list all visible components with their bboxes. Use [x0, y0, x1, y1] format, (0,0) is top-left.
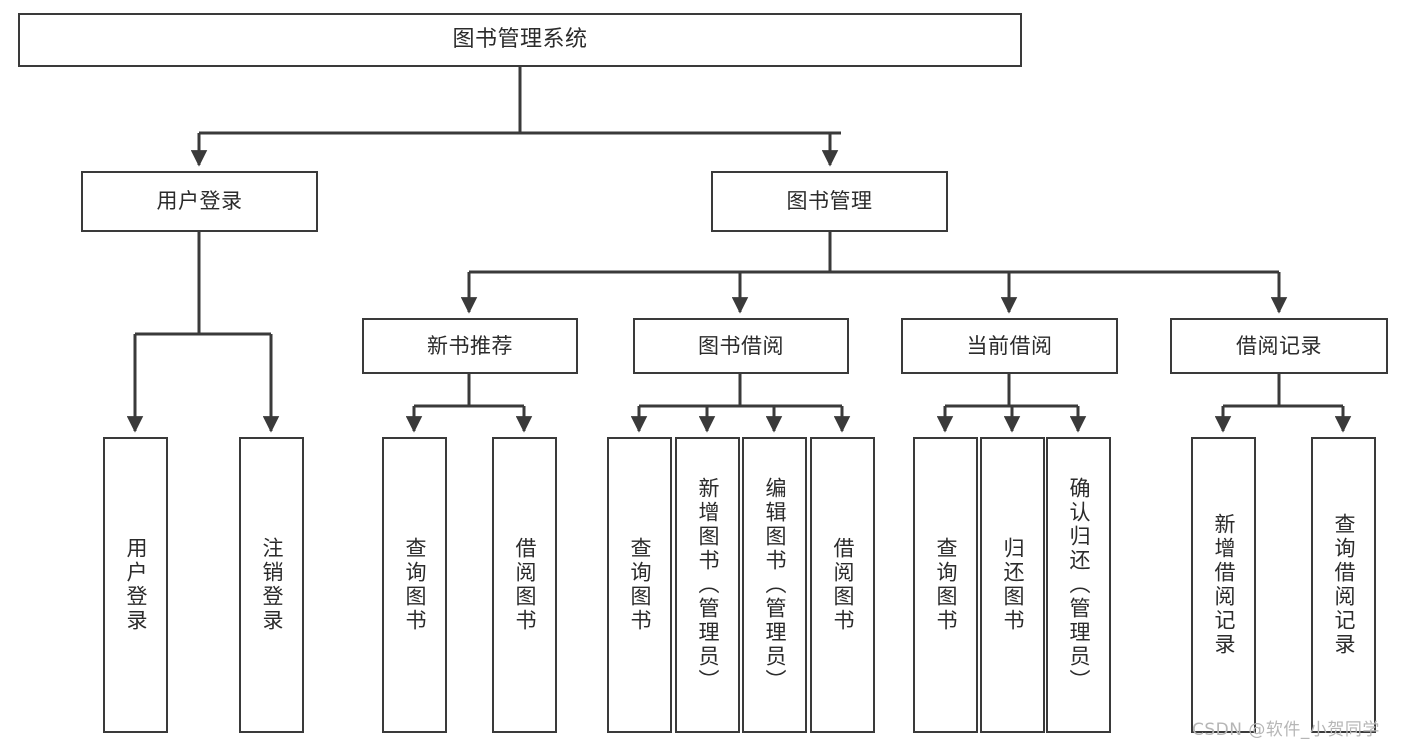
leaf-current-borrow-return-book[interactable]: 归还图书	[980, 437, 1045, 733]
leaf-book-borrow-query-book[interactable]: 查询图书	[607, 437, 672, 733]
leaf-current-borrow-confirm-return[interactable]: 确认归还（管理员）	[1046, 437, 1111, 733]
leaf-book-borrow-add-book[interactable]: 新增图书（管理员）	[675, 437, 740, 733]
node-current-borrow[interactable]: 当前借阅	[901, 318, 1118, 374]
leaf-user-login-login[interactable]: 用户登录	[103, 437, 168, 733]
leaf-new-book-borrow-book[interactable]: 借阅图书	[492, 437, 557, 733]
node-label: 查询图书	[934, 537, 958, 633]
csdn-watermark: CSDN @软件_小贺同学	[1192, 720, 1380, 740]
node-label: 借阅记录	[1236, 333, 1322, 358]
leaf-current-borrow-query-book[interactable]: 查询图书	[913, 437, 978, 733]
node-label: 新增图书（管理员）	[696, 477, 720, 693]
node-label: 用户登录	[156, 189, 243, 214]
node-root-system[interactable]: 图书管理系统	[18, 13, 1022, 67]
node-label: 图书管理系统	[452, 27, 588, 53]
node-label: 新书推荐	[427, 333, 513, 358]
node-label: 查询图书	[628, 537, 652, 633]
node-label: 借阅图书	[831, 537, 855, 633]
leaf-borrow-record-add-record[interactable]: 新增借阅记录	[1191, 437, 1256, 733]
leaf-book-borrow-edit-book[interactable]: 编辑图书（管理员）	[742, 437, 807, 733]
leaf-user-login-logout[interactable]: 注销登录	[239, 437, 304, 733]
node-label: 查询借阅记录	[1332, 513, 1356, 657]
node-label: 新增借阅记录	[1212, 513, 1236, 657]
node-user-login[interactable]: 用户登录	[81, 171, 318, 232]
leaf-book-borrow-borrow-book[interactable]: 借阅图书	[810, 437, 875, 733]
node-label: 注销登录	[260, 537, 284, 633]
node-label: 确认归还（管理员）	[1067, 477, 1091, 693]
node-book-borrow[interactable]: 图书借阅	[633, 318, 849, 374]
leaf-borrow-record-query-record[interactable]: 查询借阅记录	[1311, 437, 1376, 733]
node-book-management[interactable]: 图书管理	[711, 171, 948, 232]
node-label: 查询图书	[403, 537, 427, 633]
node-label: 归还图书	[1001, 537, 1025, 633]
node-label: 编辑图书（管理员）	[763, 477, 787, 693]
node-label: 图书借阅	[698, 333, 784, 358]
node-label: 用户登录	[124, 537, 148, 633]
node-new-book-recommend[interactable]: 新书推荐	[362, 318, 578, 374]
node-borrow-record[interactable]: 借阅记录	[1170, 318, 1388, 374]
leaf-new-book-query-book[interactable]: 查询图书	[382, 437, 447, 733]
node-label: 图书管理	[786, 189, 873, 214]
node-label: 当前借阅	[966, 333, 1053, 358]
node-label: 借阅图书	[513, 537, 537, 633]
